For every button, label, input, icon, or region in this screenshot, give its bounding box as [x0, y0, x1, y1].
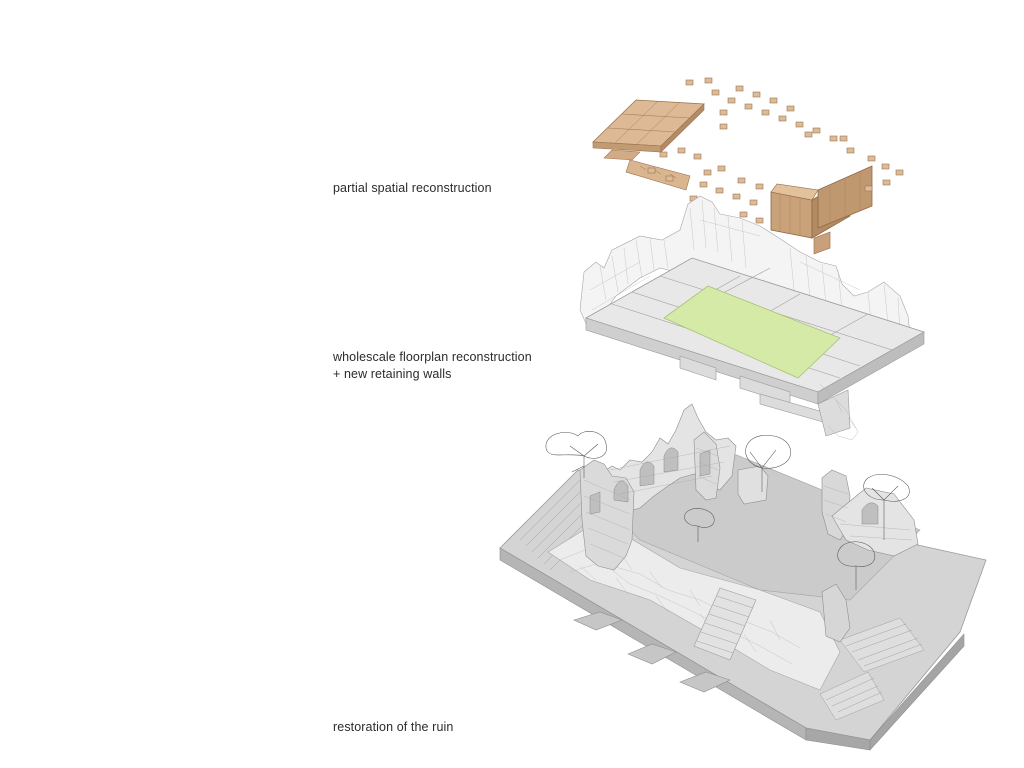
timber-column-blocks	[647, 77, 904, 224]
wireframe-debris	[819, 383, 859, 441]
trees-wireframe	[545, 431, 910, 590]
front-plinths	[573, 611, 731, 693]
layer-label-restoration: restoration of the ruin	[333, 720, 454, 734]
layer-label-partial-spatial-reconstruction: partial spatial reconstruction	[333, 181, 492, 195]
timber-wall-piece	[770, 165, 873, 255]
layer-middle-floorplan	[579, 195, 925, 441]
terraced-steps-left	[519, 479, 611, 571]
wireframe-hatching	[589, 199, 901, 333]
layer-bottom-ruin	[499, 403, 987, 751]
floor-slab	[585, 257, 925, 405]
ruin-texture	[583, 445, 913, 559]
timber-platform	[592, 99, 705, 191]
right-staircase	[819, 617, 925, 721]
new-retaining-walls	[679, 355, 851, 437]
ruin-arches	[589, 447, 879, 525]
layer-top-timber-reconstruction	[592, 77, 904, 255]
layer-label-line-2: + new retaining walls	[333, 367, 452, 381]
layer-label-floorplan-reconstruction: wholescale floorplan reconstruction + ne…	[333, 349, 532, 383]
lawn-area	[663, 285, 841, 379]
layer-label-line-1: wholescale floorplan reconstruction	[333, 350, 532, 364]
central-staircase	[693, 587, 757, 661]
